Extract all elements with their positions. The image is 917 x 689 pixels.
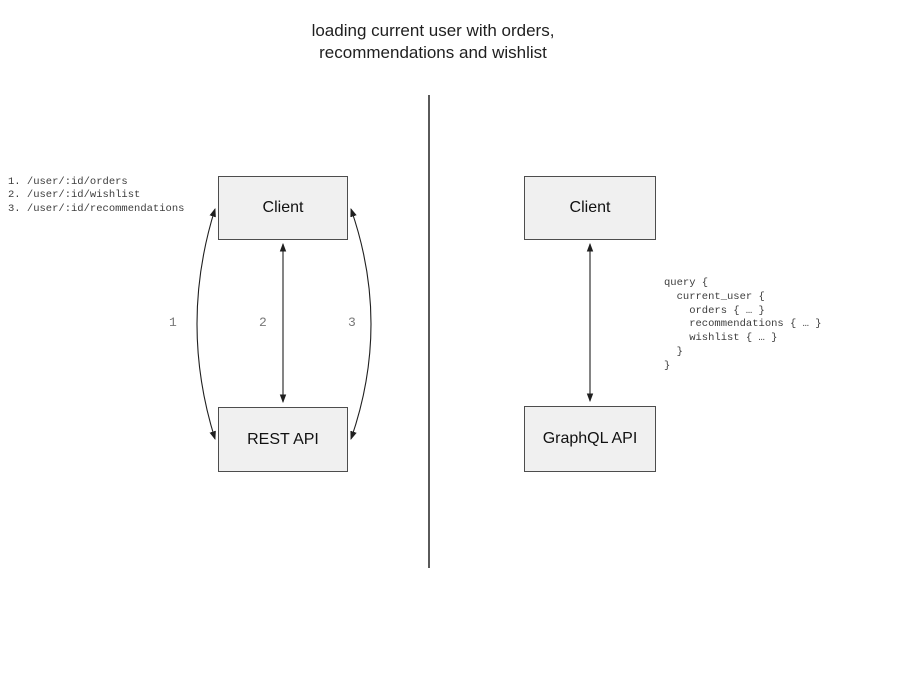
diagram-title: loading current user with orders, recomm… bbox=[133, 20, 733, 63]
panel-divider-line bbox=[428, 95, 430, 568]
title-line-2: recommendations and wishlist bbox=[319, 42, 547, 62]
rest-api-label: REST API bbox=[247, 430, 319, 448]
query-line-4: recommendations { … } bbox=[664, 318, 822, 331]
endpoint-line-1: 1. /user/:id/orders bbox=[8, 176, 128, 188]
graphql-client-box: Client bbox=[524, 176, 656, 240]
query-line-3: orders { … } bbox=[664, 304, 765, 317]
query-line-1: query { bbox=[664, 277, 709, 289]
rest-client-box: Client bbox=[218, 176, 348, 240]
arrow-label-2: 2 bbox=[259, 315, 267, 330]
rest-endpoints-list: 1. /user/:id/orders 2. /user/:id/wishlis… bbox=[8, 176, 184, 216]
rest-arrow-1-curve bbox=[196, 207, 216, 441]
query-line-2: current_user { bbox=[664, 290, 765, 303]
rest-client-label: Client bbox=[262, 199, 304, 216]
title-line-1: loading current user with orders, bbox=[311, 21, 555, 40]
arrow-label-3: 3 bbox=[348, 315, 356, 330]
graphql-client-label: Client bbox=[569, 199, 611, 216]
rest-api-box: REST API bbox=[218, 407, 348, 472]
query-line-6: } bbox=[664, 345, 683, 358]
graphql-query-snippet: query { current_user { orders { … } reco… bbox=[664, 277, 822, 374]
query-line-7: } bbox=[664, 359, 671, 372]
graphql-api-label: GraphQL API bbox=[542, 430, 638, 447]
arrow-label-1: 1 bbox=[169, 315, 177, 330]
endpoint-line-2: 2. /user/:id/wishlist bbox=[8, 189, 141, 202]
graphql-api-box: GraphQL API bbox=[524, 406, 656, 472]
query-line-5: wishlist { … } bbox=[664, 332, 778, 345]
endpoint-line-3: 3. /user/:id/recommendations bbox=[8, 202, 185, 215]
